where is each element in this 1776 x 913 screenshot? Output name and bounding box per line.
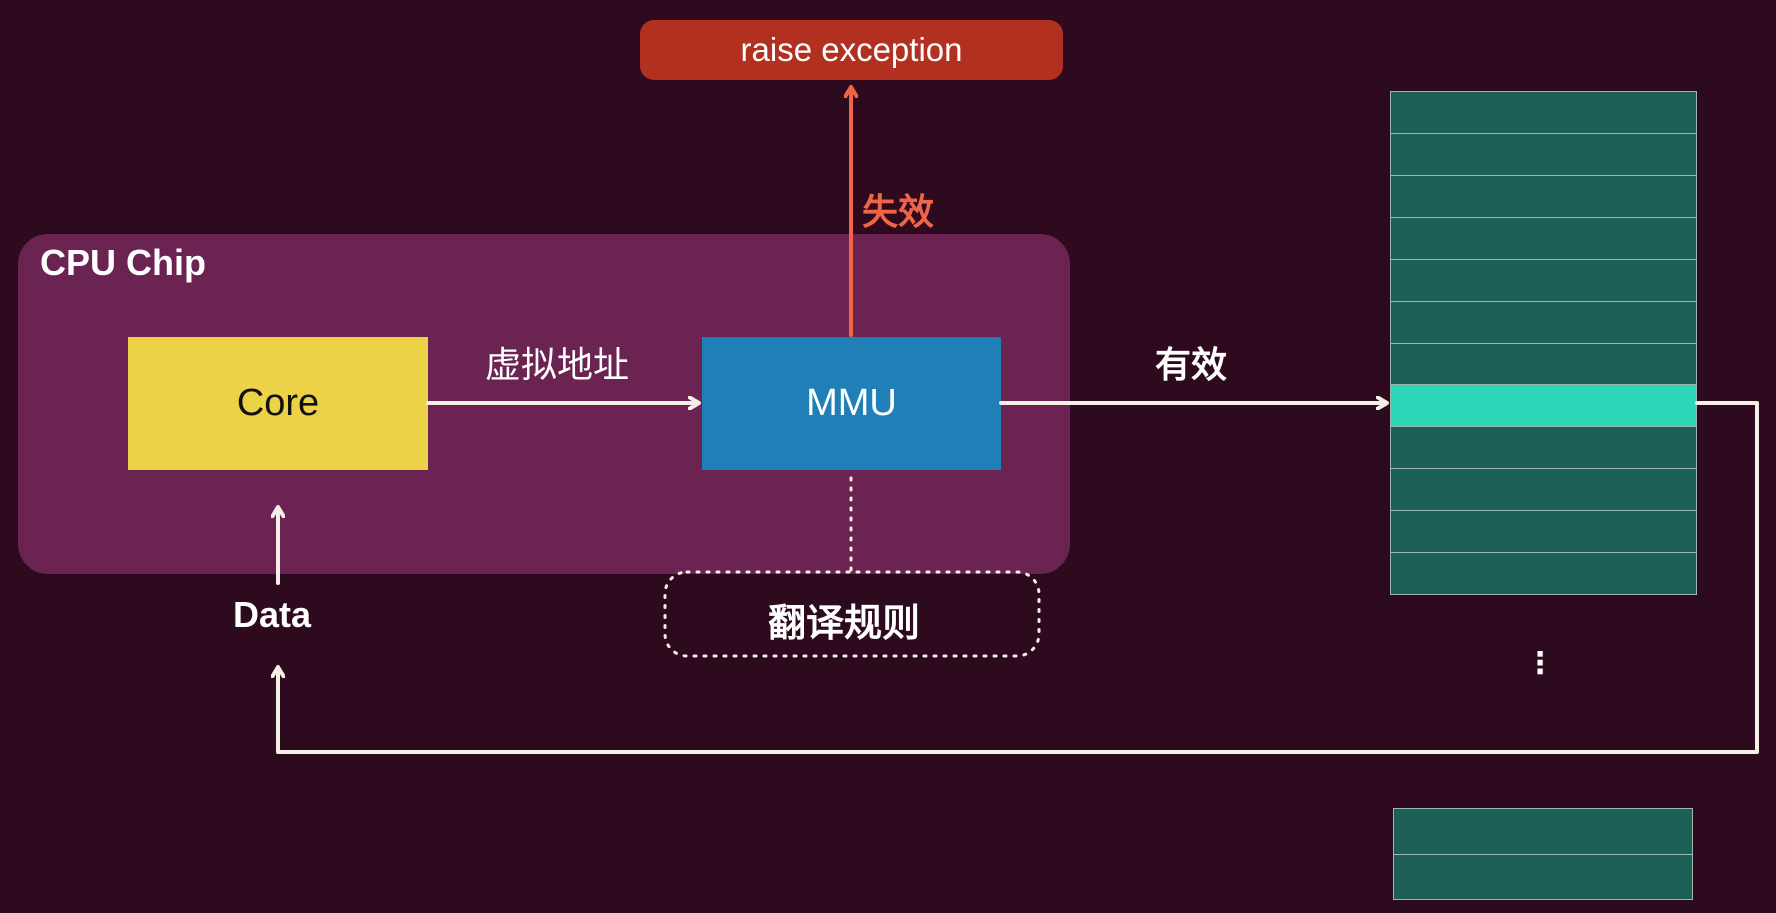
page-table-row — [1391, 343, 1696, 386]
page-table-row — [1391, 92, 1696, 134]
core-label: Core — [236, 382, 320, 424]
page-table-row — [1391, 133, 1696, 176]
page-table-row-valid — [1391, 385, 1696, 428]
valid-label: 有效 — [1155, 345, 1228, 386]
mmu-label: MMU — [806, 382, 897, 424]
virtual-address-label: 虚拟地址 — [485, 345, 630, 386]
page-table-lower-row — [1394, 854, 1692, 899]
raise-exception-label: raise exception — [740, 31, 963, 68]
page-table-lower — [1393, 808, 1693, 900]
page-table-row — [1391, 175, 1696, 218]
mmu-box: MMU — [702, 337, 1001, 470]
page-table-row — [1391, 301, 1696, 344]
page-table-row — [1391, 469, 1696, 512]
page-table-lower-row — [1394, 809, 1692, 855]
cpu-chip-title: CPU Chip — [40, 242, 206, 283]
page-table-row — [1391, 553, 1696, 595]
translation-rules-label: 翻译规则 — [768, 601, 921, 645]
invalid-label: 失效 — [862, 192, 935, 233]
data-label: Data — [233, 594, 312, 635]
page-table — [1390, 91, 1697, 595]
raise-exception-box: raise exception — [640, 20, 1063, 80]
page-table-row — [1391, 511, 1696, 554]
page-table-row — [1391, 217, 1696, 260]
continuation-ellipsis: ⋮ — [1525, 646, 1555, 681]
page-table-row — [1391, 427, 1696, 470]
page-table-row — [1391, 259, 1696, 302]
core-box: Core — [128, 337, 428, 470]
